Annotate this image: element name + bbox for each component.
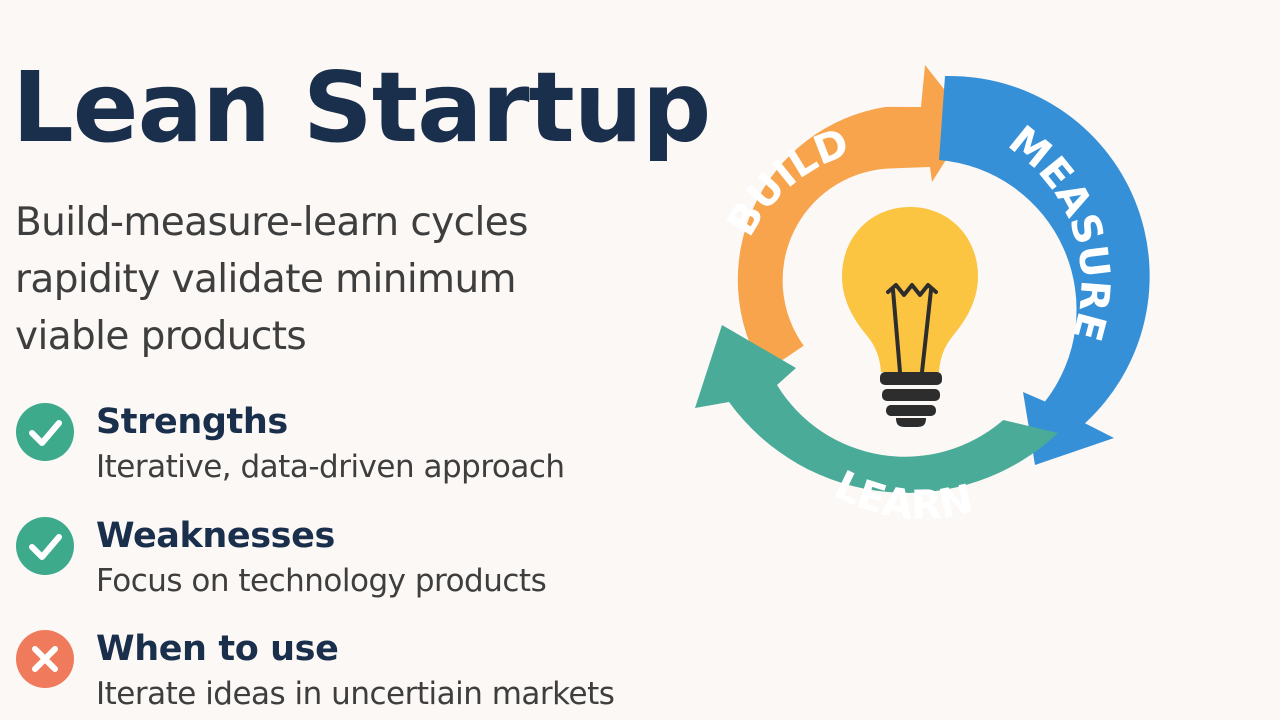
check-badge	[16, 403, 74, 461]
check-icon	[16, 403, 74, 461]
item-strengths: Strengths Iterative, data-driven approac…	[16, 400, 656, 490]
item-description: Iterative, data-driven approach	[96, 449, 565, 485]
build-measure-learn-cycle: BUILD MEASURE LEARN	[695, 65, 1150, 529]
item-title: When to use	[96, 629, 339, 669]
item-title: Weaknesses	[96, 516, 335, 556]
item-description: Iterate ideas in uncertiain markets	[96, 676, 615, 712]
page-title: Lean Startup	[12, 51, 711, 164]
check-icon	[16, 517, 74, 575]
page-subtitle: Build-measure-learn cycles rapidity vali…	[15, 200, 528, 359]
item-title: Strengths	[96, 402, 288, 442]
measure-arrow	[939, 75, 1150, 465]
item-weaknesses: Weaknesses Focus on technology products	[16, 514, 656, 604]
item-description: Focus on technology products	[96, 563, 547, 599]
check-badge	[16, 517, 74, 575]
cross-badge	[16, 630, 74, 688]
item-when-to-use: When to use Iterate ideas in uncertiain …	[16, 627, 656, 717]
build-arrow	[737, 65, 970, 373]
cross-icon	[16, 630, 74, 688]
lightbulb-icon	[842, 207, 978, 428]
learn-arrow	[695, 325, 1058, 493]
